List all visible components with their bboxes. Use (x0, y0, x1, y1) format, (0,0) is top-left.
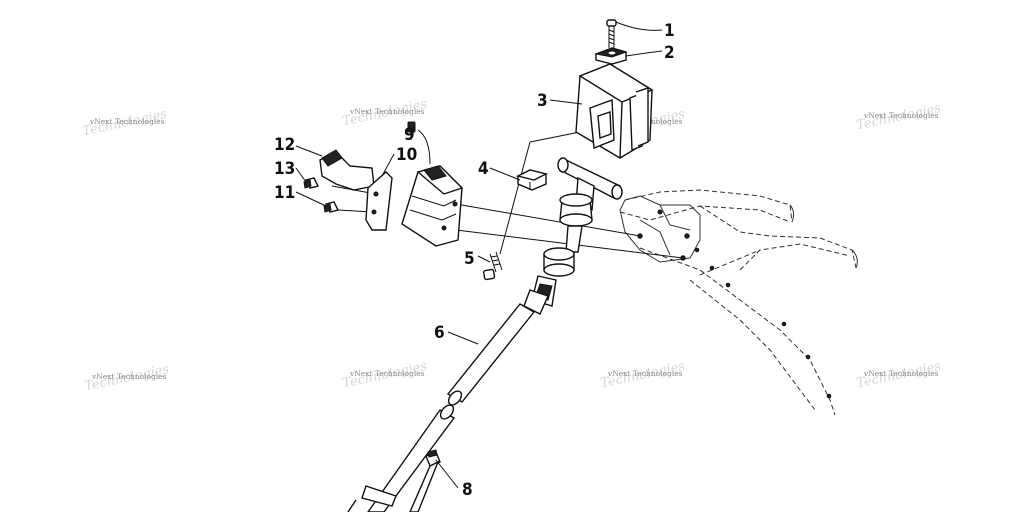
watermark-1: Technologies vNext Technologies (81, 107, 169, 140)
alignment-lines (331, 131, 684, 259)
part-6-steering-shaft (347, 303, 536, 512)
part-1-bolt (606, 19, 617, 48)
chassis-frame (619, 189, 858, 416)
callout-8: 8 (462, 480, 473, 500)
callout-11: 11 (274, 183, 295, 203)
callout-3: 3 (537, 91, 548, 111)
watermark-6: Technologies vNext Technologies (341, 359, 429, 392)
part-4-small-clamp (515, 169, 549, 191)
svg-text:vNext Technologies: vNext Technologies (91, 372, 167, 381)
callout-5: 5 (464, 249, 475, 269)
callout-6: 6 (434, 323, 445, 343)
callout-9: 9 (404, 125, 415, 145)
svg-text:vNext Technologies: vNext Technologies (349, 107, 425, 116)
callout-10: 10 (396, 145, 417, 165)
part-3-clamp-block (575, 63, 654, 159)
steering-post (543, 157, 623, 277)
watermark-4: Technologies vNext Technologies (855, 101, 943, 134)
svg-text:vNext Technologies: vNext Technologies (863, 111, 939, 120)
svg-text:vNext Technologies: vNext Technologies (349, 369, 425, 378)
part-10-pod-housing (401, 165, 464, 247)
callout-1: 1 (664, 21, 675, 41)
watermarks: Technologies vNext Technologies Technolo… (81, 97, 943, 395)
watermark-5: Technologies vNext Technologies (83, 362, 171, 395)
svg-text:vNext Technologies: vNext Technologies (863, 369, 939, 378)
watermark-7: Technologies vNext Technologies (599, 359, 687, 392)
callout-2: 2 (664, 43, 675, 63)
callout-labels: 1 2 3 4 5 6 8 9 10 11 12 13 (274, 21, 675, 500)
part-12-bracket (319, 149, 375, 191)
svg-text:vNext Technologies: vNext Technologies (89, 117, 165, 126)
watermark-2: Technologies vNext Technologies (341, 97, 429, 130)
part-13-nut (303, 177, 320, 189)
callout-leaders (295, 21, 663, 489)
part-9-screw (407, 121, 416, 140)
part-8-fitting (409, 449, 441, 512)
universal-joint (523, 275, 557, 315)
part-11-plate (365, 171, 393, 231)
callout-4: 4 (478, 159, 489, 179)
svg-text:vNext Technologies: vNext Technologies (607, 369, 683, 378)
callout-12: 12 (274, 135, 295, 155)
callout-13: 13 (274, 159, 295, 179)
part-5-bolt (482, 251, 503, 281)
part-11-nut (323, 201, 340, 213)
part-2-clamp-cap (594, 47, 628, 65)
watermark-8: Technologies vNext Technologies (855, 359, 943, 392)
